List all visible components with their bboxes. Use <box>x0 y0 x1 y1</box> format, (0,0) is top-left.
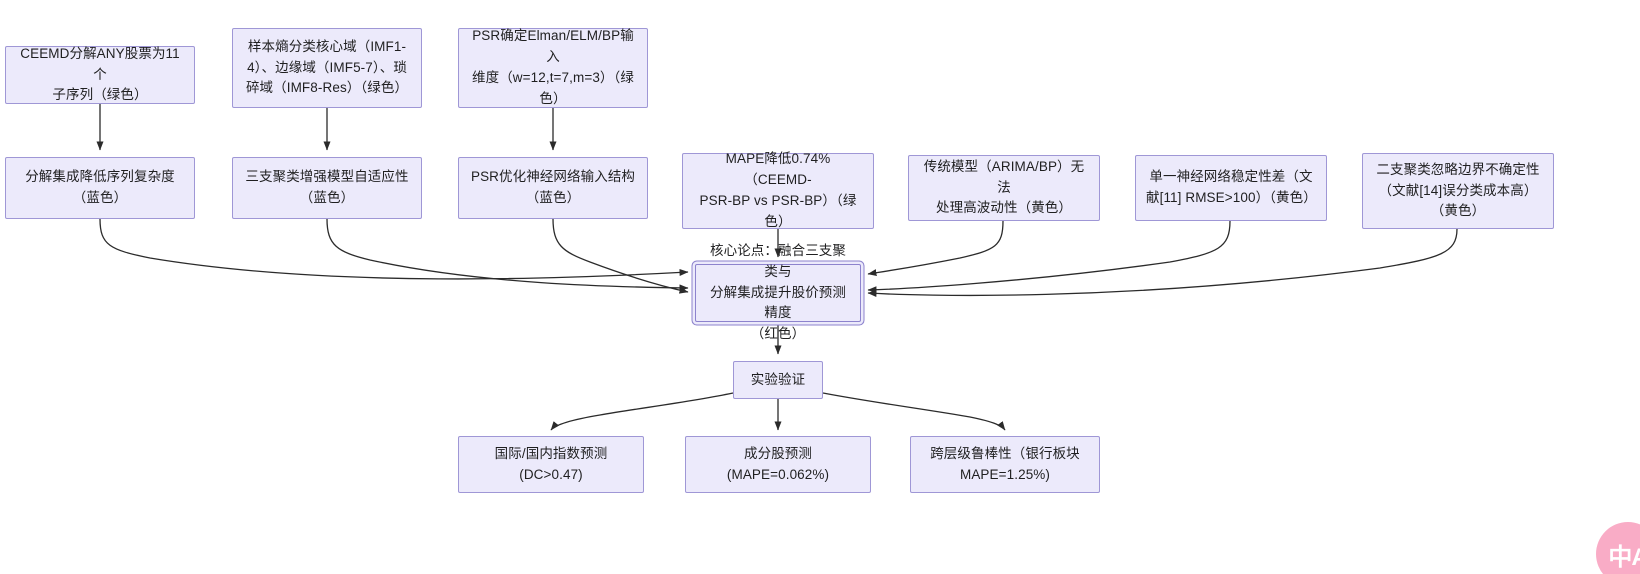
node-sample-entropy-classify[interactable]: 样本熵分类核心域（IMF1- 4）、边缘域（IMF5-7）、琐 碎域（IMF8-… <box>232 28 422 108</box>
node-label: CEEMD分解ANY股票为11个 子序列（绿色） <box>20 45 180 103</box>
edge-n5-n11 <box>326 218 689 292</box>
node-label: 核心论点：融合三支聚类与 分解集成提升股价预测精度 （红色） <box>710 242 846 342</box>
node-decompose-reduce-complexity[interactable]: 分解集成降低序列复杂度 （蓝色） <box>5 157 195 219</box>
node-label: 分解集成降低序列复杂度 （蓝色） <box>25 169 175 205</box>
node-ceemd-decompose[interactable]: CEEMD分解ANY股票为11个 子序列（绿色） <box>5 46 195 104</box>
node-label: PSR确定Elman/ELM/BP输入 维度（w=12,t=7,m=3）（绿 色… <box>472 28 634 106</box>
node-label: 实验验证 <box>750 371 806 387</box>
node-index-forecast-result[interactable]: 国际/国内指数预测 (DC>0.47) <box>458 436 644 493</box>
node-three-way-clustering-adaptivity[interactable]: 三支聚类增强模型自适应性 （蓝色） <box>232 157 422 219</box>
node-cross-level-robustness-result[interactable]: 跨层级鲁棒性（银行板块 MAPE=1.25%) <box>910 436 1100 493</box>
node-label: 样本熵分类核心域（IMF1- 4）、边缘域（IMF5-7）、琐 碎域（IMF8-… <box>245 38 409 96</box>
watermark-badge: 中A <box>1596 522 1640 574</box>
node-traditional-model-limitation[interactable]: 传统模型（ARIMA/BP）无法 处理高波动性（黄色） <box>908 155 1100 221</box>
node-experimental-validation[interactable]: 实验验证 <box>733 361 823 399</box>
node-psr-optimize-network-input[interactable]: PSR优化神经网络输入结构 （蓝色） <box>458 157 648 219</box>
edge-n6-n11 <box>552 218 689 294</box>
node-label: PSR优化神经网络输入结构 （蓝色） <box>470 169 636 205</box>
node-psr-input-dimension[interactable]: PSR确定Elman/ELM/BP输入 维度（w=12,t=7,m=3）（绿 色… <box>458 28 648 108</box>
edge-n8-n11 <box>867 220 1004 277</box>
node-label: 单一神经网络稳定性差（文 献[11] RMSE>100）（黄色） <box>1146 169 1317 205</box>
node-constituent-stock-forecast-result[interactable]: 成分股预测 (MAPE=0.062%) <box>685 436 871 493</box>
node-label: 国际/国内指数预测 (DC>0.47) <box>494 445 608 482</box>
node-label: 三支聚类增强模型自适应性 （蓝色） <box>245 169 409 205</box>
node-label: MAPE降低0.74%（CEEMD- PSR-BP vs PSR-BP）（绿 色… <box>699 151 857 229</box>
watermark-text: 中A <box>1608 543 1640 571</box>
node-label: 二支聚类忽略边界不确定性 （文献[14]误分类成本高） （黄色） <box>1376 161 1540 219</box>
edge-n10-n11 <box>867 228 1458 297</box>
edge-n12-n15 <box>822 392 1006 431</box>
node-label: 跨层级鲁棒性（银行板块 MAPE=1.25%) <box>930 445 1080 482</box>
node-mape-reduction-evidence[interactable]: MAPE降低0.74%（CEEMD- PSR-BP vs PSR-BP）（绿 色… <box>682 151 874 229</box>
edge-n4-n11 <box>99 218 689 280</box>
edge-n9-n11 <box>867 220 1231 294</box>
node-two-way-clustering-limitation[interactable]: 二支聚类忽略边界不确定性 （文献[14]误分类成本高） （黄色） <box>1362 153 1554 229</box>
node-single-network-instability[interactable]: 单一神经网络稳定性差（文 献[11] RMSE>100）（黄色） <box>1135 155 1327 221</box>
node-label: 传统模型（ARIMA/BP）无法 处理高波动性（黄色） <box>923 158 1085 216</box>
node-label: 成分股预测 (MAPE=0.062%) <box>726 445 830 482</box>
node-core-thesis[interactable]: 核心论点：融合三支聚类与 分解集成提升股价预测精度 （红色） <box>695 243 861 341</box>
edge-n12-n13 <box>550 392 734 431</box>
